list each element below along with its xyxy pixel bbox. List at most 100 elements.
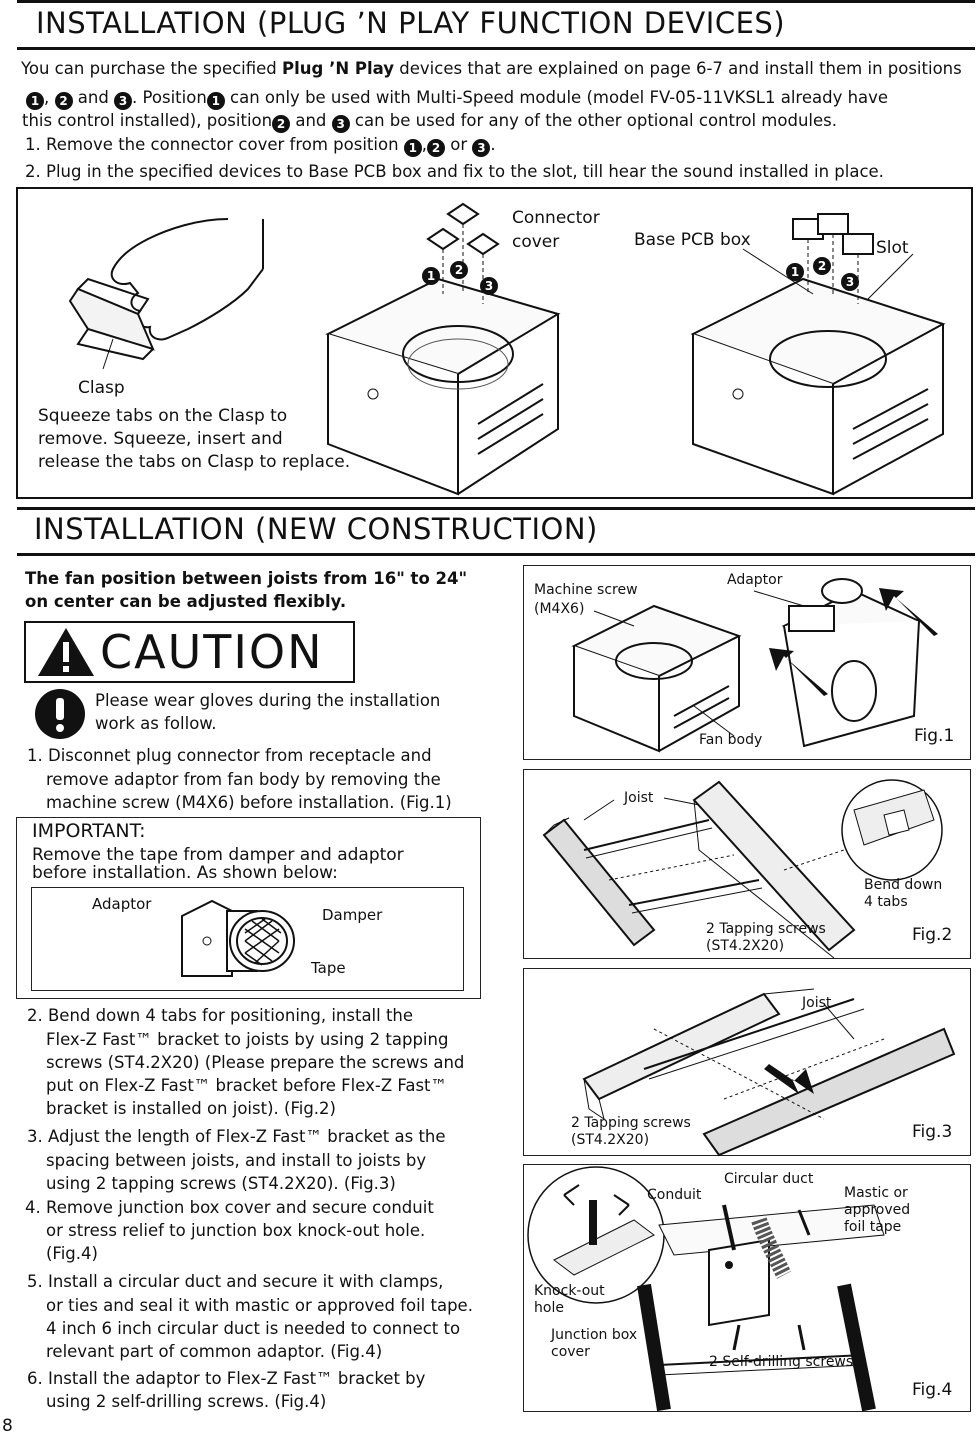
- s2-step-2-line-2: Flex-Z Fast™ bracket to joists by using …: [46, 1030, 449, 1049]
- fig4-knockout-1: Knock-out: [534, 1283, 605, 1299]
- position-2-badge: 2: [427, 139, 446, 157]
- important-box: IMPORTANT: Remove the tape from damper a…: [16, 817, 481, 999]
- fig4-junction-2: cover: [551, 1344, 590, 1360]
- position-1-badge: 1: [403, 139, 422, 157]
- fig2-bend-down-1: Bend down: [864, 877, 943, 893]
- fig1-drawing: [571, 578, 938, 753]
- fig4-conduit: Conduit: [647, 1187, 702, 1203]
- section2-top-rule: [17, 507, 975, 510]
- fig3-screws-2: (ST4.2X20): [571, 1132, 650, 1148]
- top-rule: [17, 0, 975, 3]
- fan-position-line-1: The fan position between joists from 16"…: [25, 569, 468, 588]
- fan-position-line-2: on center can be adjusted flexibly.: [25, 592, 347, 611]
- s2-step-2-line-5: bracket is installed on joist). (Fig.2): [46, 1099, 336, 1118]
- fig3-screws-1: 2 Tapping screws: [571, 1115, 691, 1131]
- exclamation-circle-icon: [35, 689, 85, 739]
- callout-2-left: 2: [450, 261, 468, 279]
- fig2-drawing: [542, 779, 943, 959]
- s1-step-2: 2. Plug in the specified devices to Base…: [25, 162, 884, 181]
- fig1-machine-screw-1: Machine screw: [534, 582, 638, 598]
- warning-triangle-icon: [38, 628, 94, 676]
- s2-step-5-line-3: 4 inch 6 inch circular duct is needed to…: [46, 1319, 461, 1338]
- position-2-badge: 2: [54, 92, 73, 110]
- squeeze-line-1: Squeeze tabs on the Clasp to: [38, 406, 288, 426]
- s2-step-5-line-1: 5. Install a circular duct and secure it…: [27, 1272, 444, 1291]
- position-1-badge: 1: [26, 92, 44, 110]
- fig2-screws-1: 2 Tapping screws: [706, 921, 826, 937]
- s2-step-4-line-2: or stress relief to junction box knock-o…: [46, 1221, 426, 1240]
- callout-1-right: 1: [786, 263, 804, 281]
- fig4-circular-duct: Circular duct: [724, 1171, 814, 1187]
- section1-title: INSTALLATION (PLUG ’N PLAY FUNCTION DEVI…: [36, 6, 786, 40]
- callout-1-left: 1: [422, 267, 440, 285]
- s2-step-1-line-1: 1. Disconnet plug connector from recepta…: [27, 746, 432, 765]
- fig3-panel: Joist 2 Tapping screws (ST4.2X20) Fig.3: [523, 968, 971, 1157]
- pnp-illustration-panel: Clasp Squeeze tabs on the Clasp to remov…: [16, 187, 973, 499]
- s2-step-2-line-3: screws (ST4.2X20) (Please prepare the sc…: [46, 1053, 465, 1072]
- s2-step-5-line-4: relevant part of common adaptor. (Fig.4): [46, 1342, 383, 1361]
- slot-label: Slot: [876, 238, 909, 258]
- important-damper-label: Damper: [322, 906, 383, 924]
- fig2-caption: Fig.2: [912, 925, 953, 945]
- gloves-line-1: Please wear gloves during the installati…: [95, 691, 441, 710]
- fig2-joist: Joist: [624, 790, 654, 806]
- s2-step-3-line-3: using 2 tapping screws (ST4.2X20). (Fig.…: [46, 1174, 396, 1193]
- s2-step-4-line-1: 4. Remove junction box cover and secure …: [25, 1198, 434, 1217]
- fig3-drawing: [582, 988, 956, 1157]
- connector-cover-label-2: cover: [512, 232, 560, 252]
- s2-step-1-line-3: machine screw (M4X6) before installation…: [46, 793, 452, 812]
- page-number: 8: [2, 1416, 13, 1436]
- gloves-line-2: work as follow.: [95, 714, 217, 733]
- squeeze-line-2: remove. Squeeze, insert and: [38, 429, 283, 449]
- fig4-mastic-3: foil tape: [844, 1219, 902, 1235]
- s2-step-6-line-2: using 2 self-drilling screws. (Fig.4): [46, 1392, 327, 1411]
- clasp-label: Clasp: [78, 378, 125, 398]
- fig1-panel: Machine screw (M4X6) Adaptor Fan body Fi…: [523, 565, 971, 760]
- important-title: IMPORTANT:: [32, 820, 146, 842]
- position-3-badge: 3: [331, 115, 350, 133]
- s2-step-5-line-2: or ties and seal it with mastic or appro…: [46, 1296, 473, 1315]
- s2-step-3-line-1: 3. Adjust the length of Flex-Z Fast™ bra…: [27, 1127, 446, 1146]
- fig2-panel: Joist Bend down 4 tabs 2 Tapping screws …: [523, 769, 971, 959]
- s2-step-4-line-3: (Fig.4): [46, 1244, 98, 1263]
- intro-line-1: You can purchase the specified Plug ’N P…: [21, 59, 962, 78]
- fig4-junction-1: Junction box: [551, 1327, 638, 1343]
- important-text-2: before installation. As shown below:: [32, 863, 338, 883]
- fig4-panel: Conduit Circular duct Mastic or approved…: [523, 1164, 971, 1412]
- section2-title: INSTALLATION (NEW CONSTRUCTION): [34, 512, 598, 546]
- fig4-knockout-2: hole: [534, 1300, 564, 1316]
- position-1-badge: 1: [206, 92, 225, 110]
- position-3-badge: 3: [114, 92, 133, 110]
- fig2-bend-down-2: 4 tabs: [864, 894, 908, 910]
- base-pcb-box-label: Base PCB box: [634, 230, 751, 250]
- callout-3-left: 3: [480, 277, 498, 295]
- adaptor-damper-drawing: [181, 899, 295, 977]
- fig1-adaptor: Adaptor: [727, 572, 783, 588]
- fig4-caption: Fig.4: [912, 1380, 953, 1400]
- caution-word: CAUTION: [100, 625, 324, 679]
- important-figure-frame: Adaptor Damper Tape: [31, 887, 464, 991]
- squeeze-line-3: release the tabs on Clasp to replace.: [38, 452, 351, 472]
- fig4-mastic-1: Mastic or: [844, 1185, 908, 1201]
- fig1-caption: Fig.1: [914, 726, 955, 746]
- fig3-caption: Fig.3: [912, 1122, 953, 1142]
- connector-cover-label-1: Connector: [512, 208, 600, 228]
- fig4-drawing: [527, 1166, 885, 1412]
- fig1-machine-screw-2: (M4X6): [534, 601, 585, 617]
- important-tape-label: Tape: [311, 959, 346, 977]
- fig4-self-drilling: 2 Self-drilling screws: [709, 1354, 854, 1370]
- s2-step-2-line-4: put on Flex-Z Fast™ bracket before Flex-…: [46, 1076, 448, 1095]
- fan-housing-left-drawing: [325, 202, 561, 496]
- section1-title-rule: [17, 47, 975, 50]
- section2-title-rule: [17, 553, 975, 556]
- fig1-fan-body: Fan body: [699, 732, 763, 748]
- s2-step-3-line-2: spacing between joists, and install to j…: [46, 1151, 427, 1170]
- s2-step-6-line-1: 6. Install the adaptor to Flex-Z Fast™ b…: [27, 1369, 426, 1388]
- hand-clasp-drawing: [68, 218, 264, 370]
- fig3-joist: Joist: [802, 995, 832, 1011]
- callout-2-right: 2: [813, 257, 831, 275]
- callout-3-right: 3: [841, 273, 859, 291]
- fig2-screws-2: (ST4.2X20): [706, 938, 785, 954]
